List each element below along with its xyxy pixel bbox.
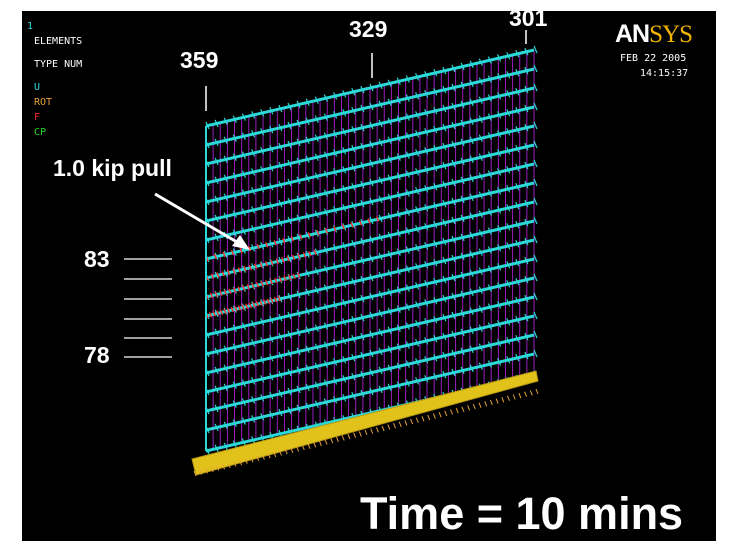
legend-u: U bbox=[34, 82, 41, 93]
node-label-78: 78 bbox=[84, 342, 110, 368]
base-rotation-symbols bbox=[193, 388, 539, 477]
chord-member bbox=[205, 86, 535, 166]
ansys-graphics-window: 1 ELEMENTS TYPE NUM U ROT F CP ANSYS FEB… bbox=[22, 5, 716, 541]
support-symbols bbox=[205, 121, 538, 206]
chord-member bbox=[205, 333, 535, 413]
support-symbols bbox=[205, 292, 538, 377]
chord-member bbox=[205, 352, 535, 432]
support-symbols bbox=[205, 254, 538, 339]
node-label-359: 359 bbox=[180, 47, 219, 73]
ansys-logo: ANSYS bbox=[615, 20, 693, 49]
legend-f: F bbox=[34, 112, 41, 123]
base-beam bbox=[191, 370, 539, 476]
support-symbols bbox=[205, 349, 538, 434]
chord-member bbox=[205, 124, 535, 204]
plot-subtitle: TYPE NUM bbox=[34, 59, 83, 70]
logo-sys: SYS bbox=[649, 21, 693, 48]
annotation-arrow-head bbox=[232, 235, 250, 250]
load-annotation: 1.0 kip pull bbox=[53, 155, 172, 181]
chord-member bbox=[205, 295, 535, 375]
node-label-83: 83 bbox=[84, 246, 110, 272]
chord-member bbox=[205, 143, 535, 223]
chord-member bbox=[205, 162, 535, 242]
annotation-arrow-shaft bbox=[154, 192, 243, 247]
legend-cp: CP bbox=[34, 127, 47, 138]
window-number: 1 bbox=[27, 21, 34, 32]
support-symbols bbox=[205, 330, 538, 415]
support-symbols bbox=[205, 140, 538, 225]
chord-member bbox=[205, 67, 535, 147]
chord-member bbox=[205, 48, 535, 128]
support-symbols bbox=[205, 64, 538, 149]
plot-time: 14:15:37 bbox=[640, 68, 689, 79]
logo-an: AN bbox=[615, 20, 650, 48]
chord-member bbox=[205, 219, 535, 299]
node-label-329: 329 bbox=[349, 16, 388, 42]
support-symbols bbox=[205, 83, 538, 168]
time-caption: Time = 10 mins bbox=[360, 488, 684, 539]
support-symbols bbox=[205, 102, 538, 187]
truss-model bbox=[124, 30, 539, 477]
chord-member bbox=[205, 105, 535, 185]
support-symbols bbox=[205, 273, 538, 358]
chord-member bbox=[205, 276, 535, 356]
chord-member bbox=[205, 181, 535, 261]
plot-title: ELEMENTS bbox=[34, 36, 83, 47]
plot-date: FEB 22 2005 bbox=[620, 53, 687, 64]
legend-rot: ROT bbox=[34, 97, 53, 108]
support-symbols bbox=[205, 159, 538, 244]
support-symbols bbox=[205, 311, 538, 396]
chord-member bbox=[205, 314, 535, 394]
support-symbols bbox=[205, 45, 538, 130]
chord-member bbox=[205, 257, 535, 337]
node-label-301: 301 bbox=[509, 5, 548, 31]
